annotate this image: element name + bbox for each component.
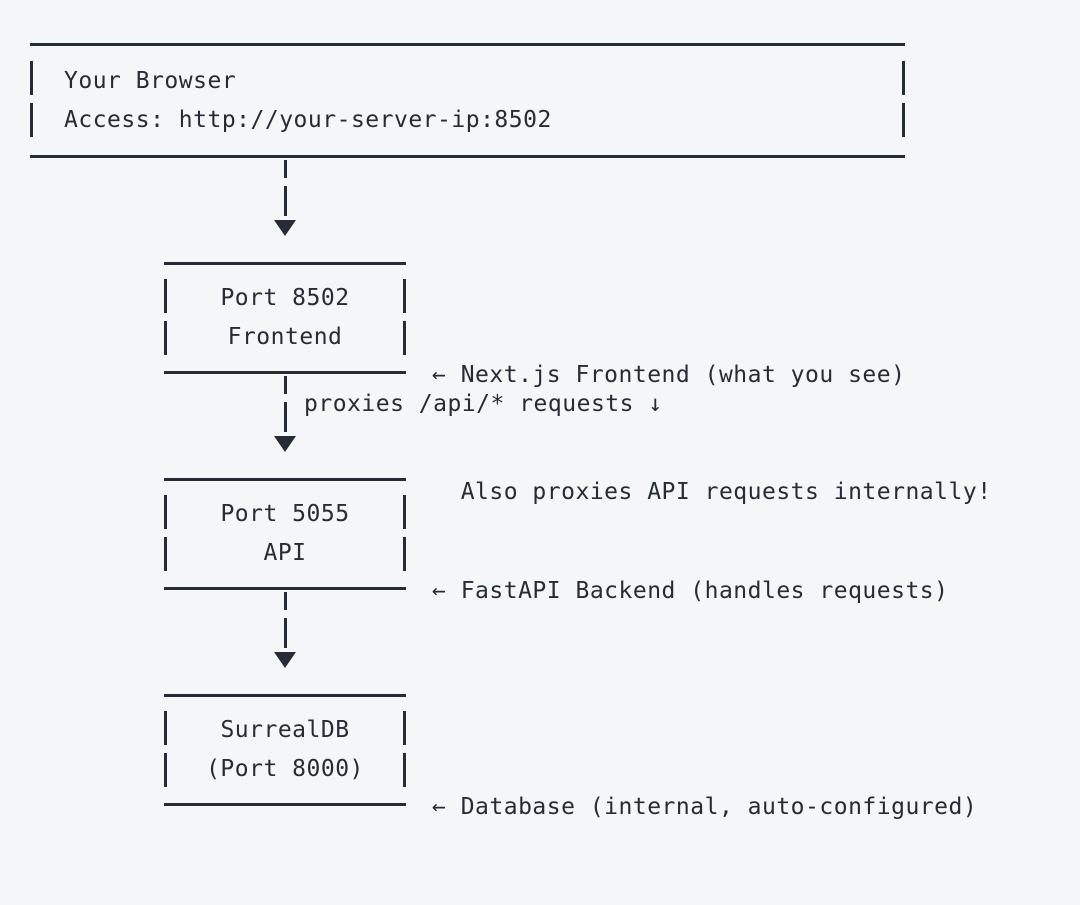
box-right-pipe-2	[403, 753, 406, 787]
database-name-label: SurrealDB	[220, 717, 350, 743]
box-top-border	[30, 43, 905, 46]
box-right-pipe-1	[403, 279, 406, 313]
box-top-border	[164, 694, 406, 697]
database-box-rows: SurrealDB (Port 8000)	[164, 694, 406, 806]
database-annotation-line-1: ← Database (internal, auto-configured)	[432, 794, 978, 820]
box-left-pipe-1	[164, 711, 167, 745]
api-box-rows: Port 5055 API	[164, 478, 406, 590]
connector-pipe-segment	[284, 402, 287, 432]
box-left-pipe-1	[164, 495, 167, 529]
frontend-name-label: Frontend	[227, 324, 343, 350]
box-left-pipe-2	[164, 321, 167, 355]
frontend-box-rows: Port 8502 Frontend	[164, 262, 406, 374]
frontend-node-box: Port 8502 Frontend	[164, 262, 406, 374]
architecture-diagram: Your Browser Access: http://your-server-…	[30, 43, 992, 820]
browser-box-rows: Your Browser Access: http://your-server-…	[30, 43, 905, 158]
box-left-pipe-2	[164, 753, 167, 787]
api-name-label: API	[263, 540, 307, 566]
arrowhead-down-icon	[274, 652, 296, 668]
connector-pipe-segment	[284, 376, 287, 394]
connector-pipe-segment	[284, 186, 287, 216]
proxy-connector-label: proxies /api/* requests ↓	[304, 391, 663, 417]
database-node-box: SurrealDB (Port 8000)	[164, 694, 406, 806]
frontend-annotation-line-1: ← Next.js Frontend (what you see)	[432, 362, 906, 388]
box-bottom-border	[164, 803, 406, 806]
database-annotation: ← Database (internal, auto-configured)	[432, 710, 977, 905]
connector-pipe-segment	[284, 592, 287, 610]
box-top-border	[164, 478, 406, 481]
box-right-pipe-1	[902, 61, 905, 95]
box-bottom-border	[30, 155, 905, 158]
api-port-label: Port 5055	[220, 501, 350, 527]
box-left-pipe-2	[30, 103, 33, 137]
box-right-pipe-2	[403, 537, 406, 571]
box-left-pipe-2	[164, 537, 167, 571]
box-left-pipe-1	[30, 61, 33, 95]
box-right-pipe-2	[403, 321, 406, 355]
frontend-annotation: ← Next.js Frontend (what you see) Also p…	[432, 278, 992, 590]
connector-pipe-segment	[284, 618, 287, 648]
api-node-box: Port 5055 API	[164, 478, 406, 590]
box-left-pipe-1	[164, 279, 167, 313]
browser-title: Your Browser	[64, 67, 237, 94]
browser-access-url: Access: http://your-server-ip:8502	[64, 106, 552, 133]
frontend-annotation-line-2: Also proxies API requests internally!	[432, 479, 992, 505]
box-bottom-border	[164, 371, 406, 374]
database-port-label: (Port 8000)	[206, 756, 364, 782]
box-top-border	[164, 262, 406, 265]
arrowhead-down-icon	[274, 436, 296, 452]
box-right-pipe-2	[902, 103, 905, 137]
api-annotation-line-1: ← FastAPI Backend (handles requests)	[432, 578, 949, 604]
api-annotation: ← FastAPI Backend (handles requests)	[432, 494, 949, 689]
connector-pipe-segment	[284, 160, 287, 178]
box-right-pipe-1	[403, 711, 406, 745]
frontend-port-label: Port 8502	[220, 285, 350, 311]
arrowhead-down-icon	[274, 220, 296, 236]
box-right-pipe-1	[403, 495, 406, 529]
browser-box: Your Browser Access: http://your-server-…	[30, 43, 905, 158]
box-bottom-border	[164, 587, 406, 590]
